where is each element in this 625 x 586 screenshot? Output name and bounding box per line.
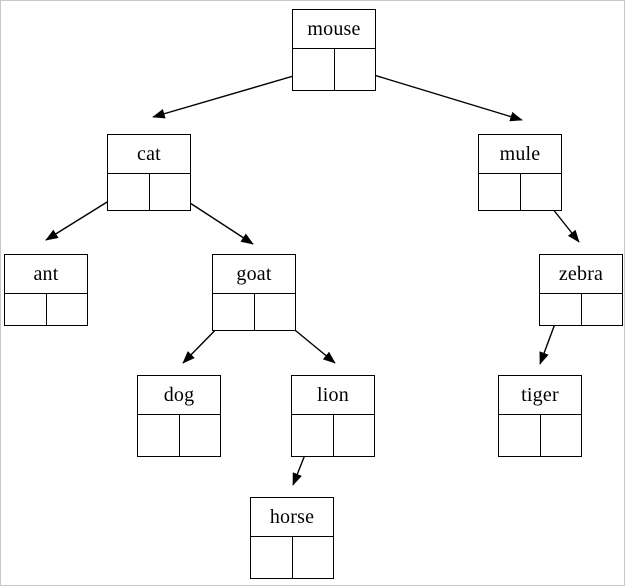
tree-node-cat[interactable]: cat bbox=[107, 134, 191, 211]
node-label-mouse: mouse bbox=[293, 10, 375, 49]
left-pointer-cell-goat[interactable] bbox=[213, 294, 255, 330]
tree-node-tiger[interactable]: tiger bbox=[498, 375, 582, 457]
node-pointers-ant bbox=[5, 294, 87, 325]
node-pointers-horse bbox=[251, 537, 333, 578]
node-pointers-mule bbox=[479, 174, 561, 210]
right-pointer-cell-ant[interactable] bbox=[47, 294, 88, 325]
right-pointer-cell-lion[interactable] bbox=[334, 415, 375, 456]
right-pointer-cell-goat[interactable] bbox=[255, 294, 296, 330]
tree-node-ant[interactable]: ant bbox=[4, 254, 88, 326]
left-pointer-cell-lion[interactable] bbox=[292, 415, 334, 456]
tree-node-lion[interactable]: lion bbox=[291, 375, 375, 457]
tree-node-zebra[interactable]: zebra bbox=[539, 254, 623, 326]
right-pointer-cell-horse[interactable] bbox=[293, 537, 334, 578]
left-pointer-cell-mouse[interactable] bbox=[293, 49, 335, 90]
tree-edge-mouse-right-mule bbox=[353, 68, 523, 122]
tree-node-goat[interactable]: goat bbox=[212, 254, 296, 331]
node-pointers-zebra bbox=[540, 294, 622, 325]
node-label-goat: goat bbox=[213, 255, 295, 294]
left-pointer-cell-dog[interactable] bbox=[138, 415, 180, 456]
right-pointer-cell-zebra[interactable] bbox=[582, 294, 623, 325]
right-pointer-cell-cat[interactable] bbox=[150, 174, 191, 210]
node-label-zebra: zebra bbox=[540, 255, 622, 294]
node-label-mule: mule bbox=[479, 135, 561, 174]
left-pointer-cell-zebra[interactable] bbox=[540, 294, 582, 325]
right-pointer-cell-tiger[interactable] bbox=[541, 415, 582, 456]
right-pointer-cell-mule[interactable] bbox=[521, 174, 562, 210]
tree-node-mouse[interactable]: mouse bbox=[292, 9, 376, 91]
node-pointers-tiger bbox=[499, 415, 581, 456]
node-label-dog: dog bbox=[138, 376, 220, 415]
left-pointer-cell-horse[interactable] bbox=[251, 537, 293, 578]
node-pointers-mouse bbox=[293, 49, 375, 90]
node-pointers-goat bbox=[213, 294, 295, 330]
left-pointer-cell-cat[interactable] bbox=[108, 174, 150, 210]
right-pointer-cell-dog[interactable] bbox=[180, 415, 221, 456]
left-pointer-cell-mule[interactable] bbox=[479, 174, 521, 210]
node-label-ant: ant bbox=[5, 255, 87, 294]
node-pointers-dog bbox=[138, 415, 220, 456]
node-label-tiger: tiger bbox=[499, 376, 581, 415]
right-pointer-cell-mouse[interactable] bbox=[335, 49, 376, 90]
node-pointers-lion bbox=[292, 415, 374, 456]
node-label-cat: cat bbox=[108, 135, 190, 174]
tree-node-dog[interactable]: dog bbox=[137, 375, 221, 457]
node-label-horse: horse bbox=[251, 498, 333, 537]
tree-node-mule[interactable]: mule bbox=[478, 134, 562, 211]
left-pointer-cell-ant[interactable] bbox=[5, 294, 47, 325]
tree-node-horse[interactable]: horse bbox=[250, 497, 334, 579]
node-label-lion: lion bbox=[292, 376, 374, 415]
node-pointers-cat bbox=[108, 174, 190, 210]
tree-edge-mouse-left-cat bbox=[152, 69, 315, 119]
left-pointer-cell-tiger[interactable] bbox=[499, 415, 541, 456]
